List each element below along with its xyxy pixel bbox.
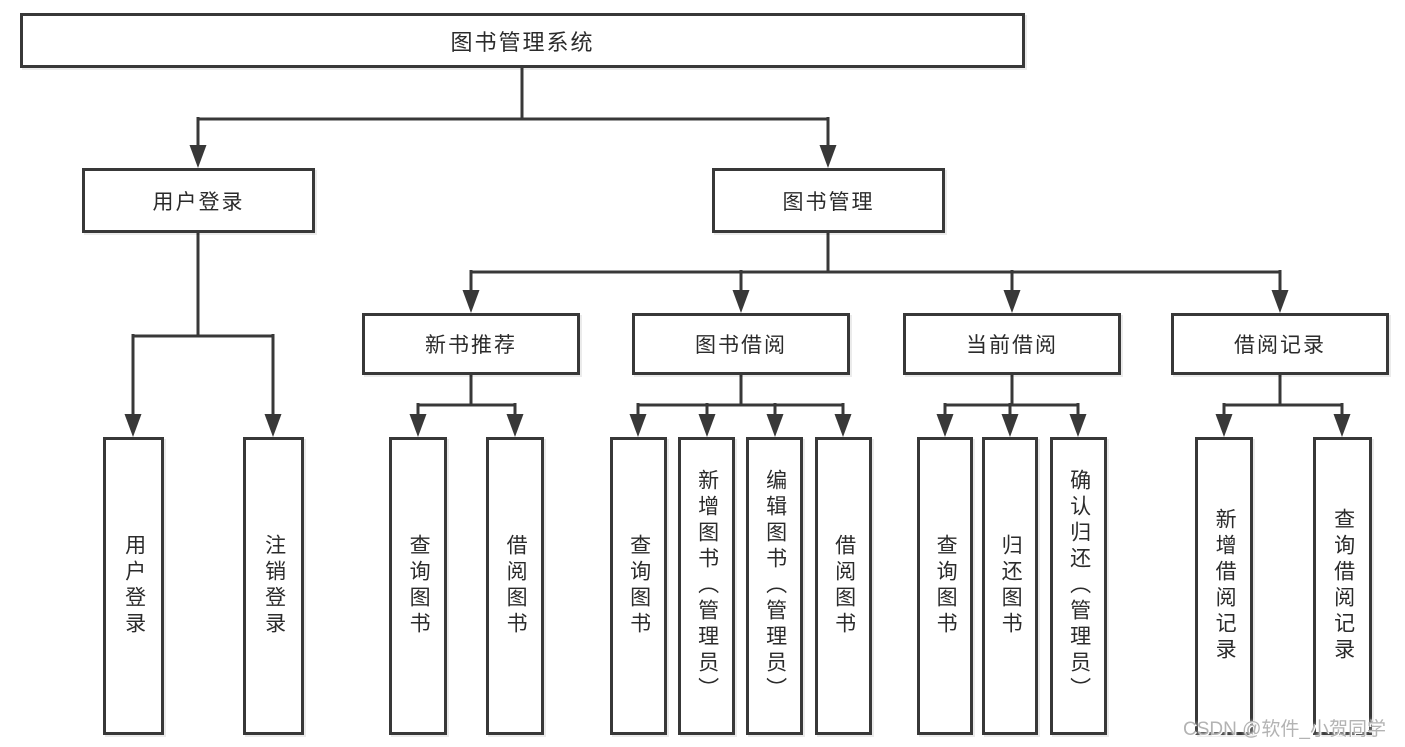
arrowhead-icon xyxy=(629,414,647,437)
leaf-query-books-borrow: 查询图书 xyxy=(610,437,667,735)
node-user-login: 用户登录 xyxy=(82,168,315,233)
leaf-label: 新增借阅记录 xyxy=(1213,508,1237,664)
connector-user-login-to-leaves xyxy=(131,233,275,416)
leaf-logout: 注销登录 xyxy=(243,437,304,735)
watermark: CSDN @软件_小贺同学 xyxy=(1183,719,1386,740)
arrowhead-icon xyxy=(1271,290,1289,313)
leaf-add-borrow-record: 新增借阅记录 xyxy=(1195,437,1253,735)
arrowhead-icon xyxy=(834,414,852,437)
leaf-label: 查询图书 xyxy=(934,534,958,638)
connector-current-borrow-to-leaves xyxy=(943,375,1080,416)
arrowhead-icon xyxy=(698,414,716,437)
leaf-query-books-recommend: 查询图书 xyxy=(389,437,447,735)
arrowhead-icon xyxy=(1333,414,1351,437)
node-borrow-records: 借阅记录 xyxy=(1171,313,1389,375)
arrowhead-icon xyxy=(264,414,282,437)
node-label: 图书管理系统 xyxy=(450,29,595,55)
leaf-label: 借阅图书 xyxy=(832,534,856,638)
leaf-label: 查询图书 xyxy=(627,534,651,638)
leaf-borrow-books: 借阅图书 xyxy=(815,437,872,735)
arrowhead-icon xyxy=(189,145,207,168)
leaf-label: 查询借阅记录 xyxy=(1331,508,1355,664)
node-label: 当前借阅 xyxy=(966,334,1058,357)
connector-root-to-level2 xyxy=(196,68,830,147)
leaf-label: 注销登录 xyxy=(262,534,286,638)
arrowhead-icon xyxy=(936,414,954,437)
node-label: 图书管理 xyxy=(782,190,875,214)
leaf-borrow-books-recommend: 借阅图书 xyxy=(486,437,544,735)
arrowhead-icon xyxy=(409,414,427,437)
arrowheads xyxy=(124,145,1351,437)
node-library-management-system: 图书管理系统 xyxy=(20,13,1025,68)
arrowhead-icon xyxy=(1069,414,1087,437)
leaf-label: 借阅图书 xyxy=(504,534,528,638)
leaf-user-login: 用户登录 xyxy=(103,437,164,735)
connector-book-borrow-to-leaves xyxy=(636,375,845,416)
connector-borrow-records-to-leaves xyxy=(1222,375,1344,416)
node-label: 借阅记录 xyxy=(1234,334,1326,357)
leaf-label: 编辑图书（管理员） xyxy=(763,469,787,703)
leaf-edit-books-admin: 编辑图书（管理员） xyxy=(746,437,803,735)
arrowhead-icon xyxy=(732,290,750,313)
leaf-query-borrow-record: 查询借阅记录 xyxy=(1313,437,1372,735)
arrowhead-icon xyxy=(124,414,142,437)
node-label: 新书推荐 xyxy=(425,334,517,357)
leaf-confirm-return-admin: 确认归还（管理员） xyxy=(1050,437,1107,735)
connector-new-book-to-leaves xyxy=(416,375,517,416)
node-current-borrow: 当前借阅 xyxy=(903,313,1121,375)
leaf-label: 归还图书 xyxy=(999,534,1023,638)
leaf-label: 新增图书（管理员） xyxy=(695,469,719,703)
arrowhead-icon xyxy=(1003,290,1021,313)
arrowhead-icon xyxy=(1001,414,1019,437)
arrowhead-icon xyxy=(462,290,480,313)
leaf-return-books: 归还图书 xyxy=(982,437,1038,735)
arrowhead-icon xyxy=(819,145,837,168)
leaf-add-books-admin: 新增图书（管理员） xyxy=(678,437,735,735)
node-book-borrow: 图书借阅 xyxy=(632,313,850,375)
node-label: 用户登录 xyxy=(152,190,245,214)
leaf-label: 确认归还（管理员） xyxy=(1067,469,1091,703)
connector-book-management-to-level3 xyxy=(469,233,1282,292)
node-new-book-recommend: 新书推荐 xyxy=(362,313,580,375)
arrowhead-icon xyxy=(506,414,524,437)
leaf-query-books-current: 查询图书 xyxy=(917,437,973,735)
leaf-label: 用户登录 xyxy=(122,534,146,638)
arrowhead-icon xyxy=(1215,414,1233,437)
arrowhead-icon xyxy=(766,414,784,437)
leaf-label: 查询图书 xyxy=(407,534,431,638)
node-book-management: 图书管理 xyxy=(712,168,945,233)
node-label: 图书借阅 xyxy=(695,334,787,357)
